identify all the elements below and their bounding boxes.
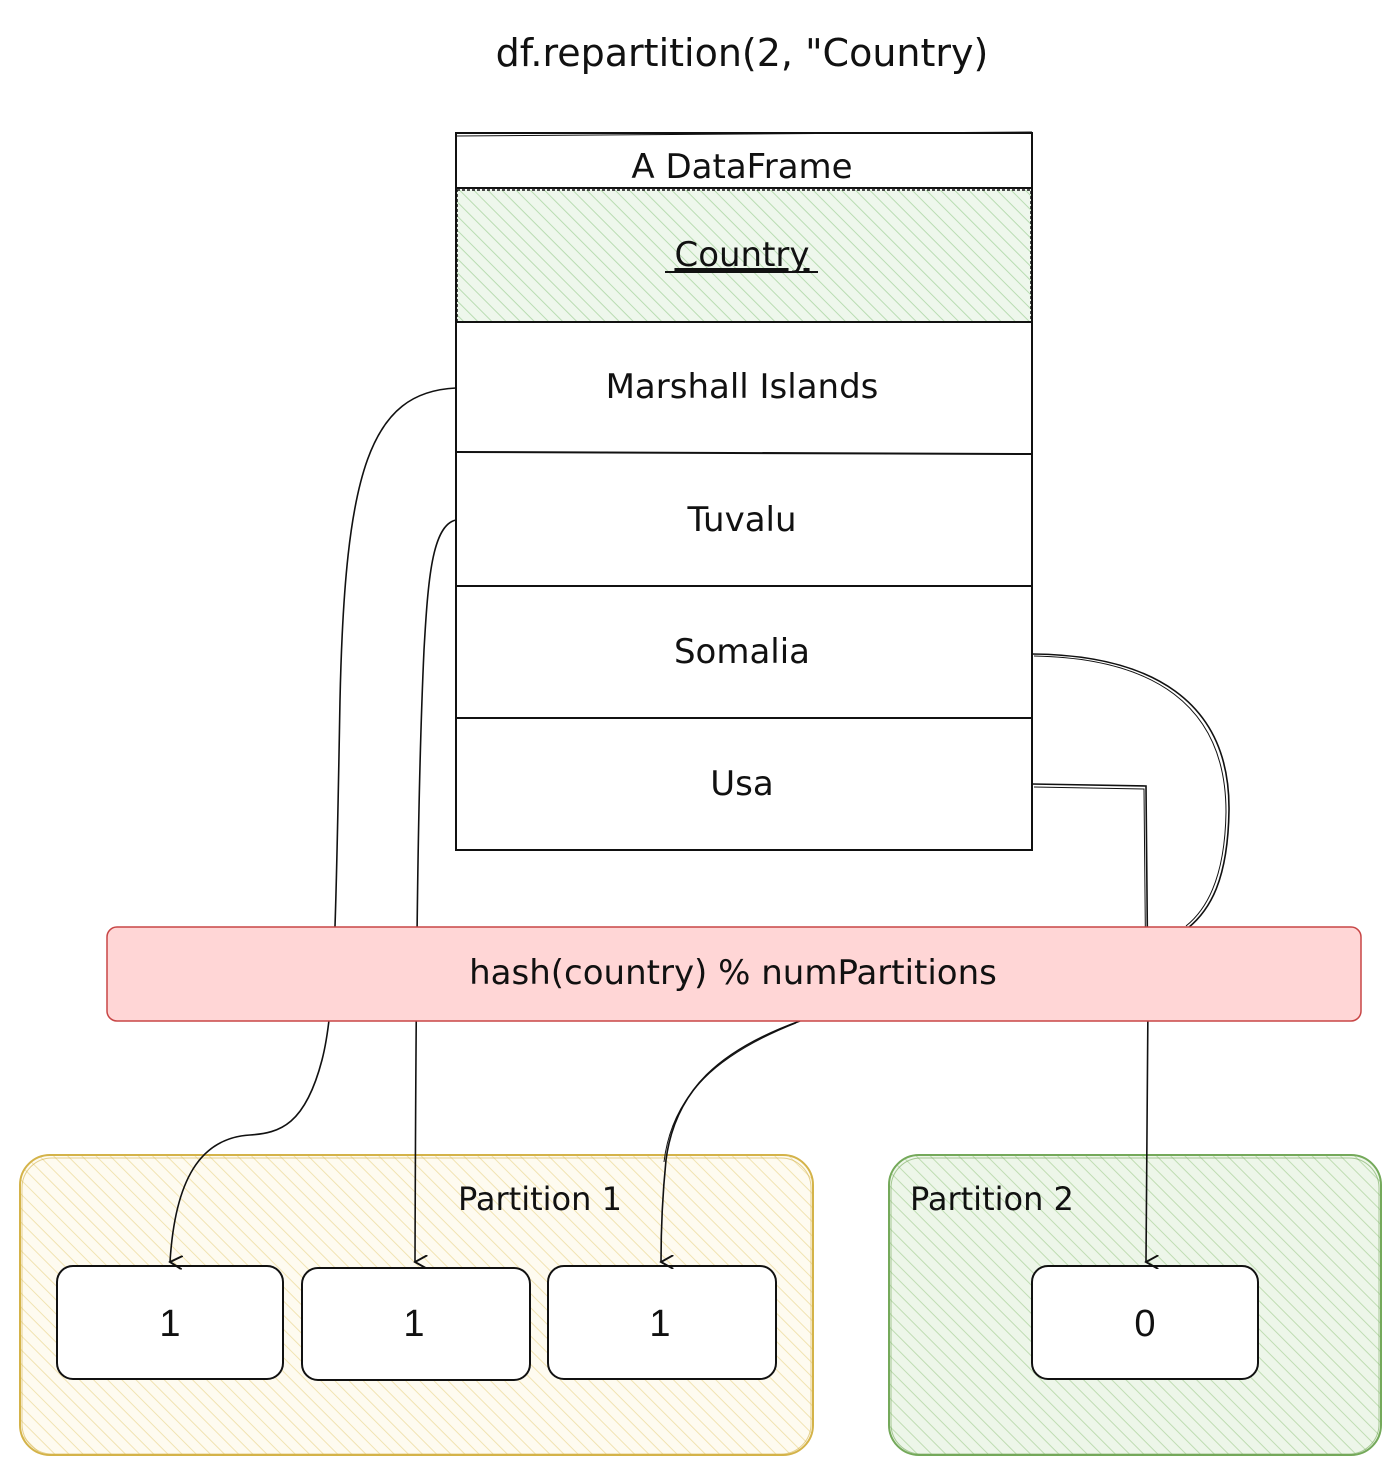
row-tuvalu: Tuvalu xyxy=(686,500,796,540)
hash-function-box xyxy=(106,926,1362,1022)
diagram-title: df.repartition(2, "Country) xyxy=(496,31,989,75)
partition-1-value: 1 xyxy=(649,1303,670,1345)
column-header-cell xyxy=(456,189,1032,323)
hash-function-label: hash(country) % numPartitions xyxy=(469,953,997,993)
partition-2-cell: 0 xyxy=(1031,1265,1259,1380)
partition-1-cell: 1 xyxy=(547,1265,777,1380)
partition-1-label: Partition 1 xyxy=(458,1180,622,1218)
partition-2-label: Partition 2 xyxy=(910,1180,1074,1218)
arrow-marshall-islands xyxy=(170,387,457,1262)
column-header: Country xyxy=(674,235,809,275)
row-usa: Usa xyxy=(710,764,773,804)
partition-1-cell: 1 xyxy=(56,1265,284,1380)
arrow-usa xyxy=(1031,783,1148,1262)
dataframe-table: A DataFrame Country Marshall Islands Tuv… xyxy=(455,131,1033,851)
arrow-tuvalu xyxy=(415,519,457,1262)
partition-1-value: 1 xyxy=(403,1303,424,1345)
row-marshall-islands: Marshall Islands xyxy=(606,367,879,407)
partition-1: Partition 1 1 1 1 xyxy=(19,1154,814,1456)
partition-2-value: 0 xyxy=(1134,1303,1155,1345)
row-somalia: Somalia xyxy=(674,632,810,672)
arrow-somalia-to-hash xyxy=(1031,653,1230,929)
arrow-somalia-to-partition xyxy=(661,1020,801,1262)
partition-1-value: 1 xyxy=(159,1303,180,1345)
partition-1-cell: 1 xyxy=(301,1267,531,1381)
partition-2: Partition 2 0 xyxy=(888,1154,1382,1456)
hash-function: hash(country) % numPartitions xyxy=(106,926,1362,1022)
dataframe-title: A DataFrame xyxy=(631,147,852,187)
